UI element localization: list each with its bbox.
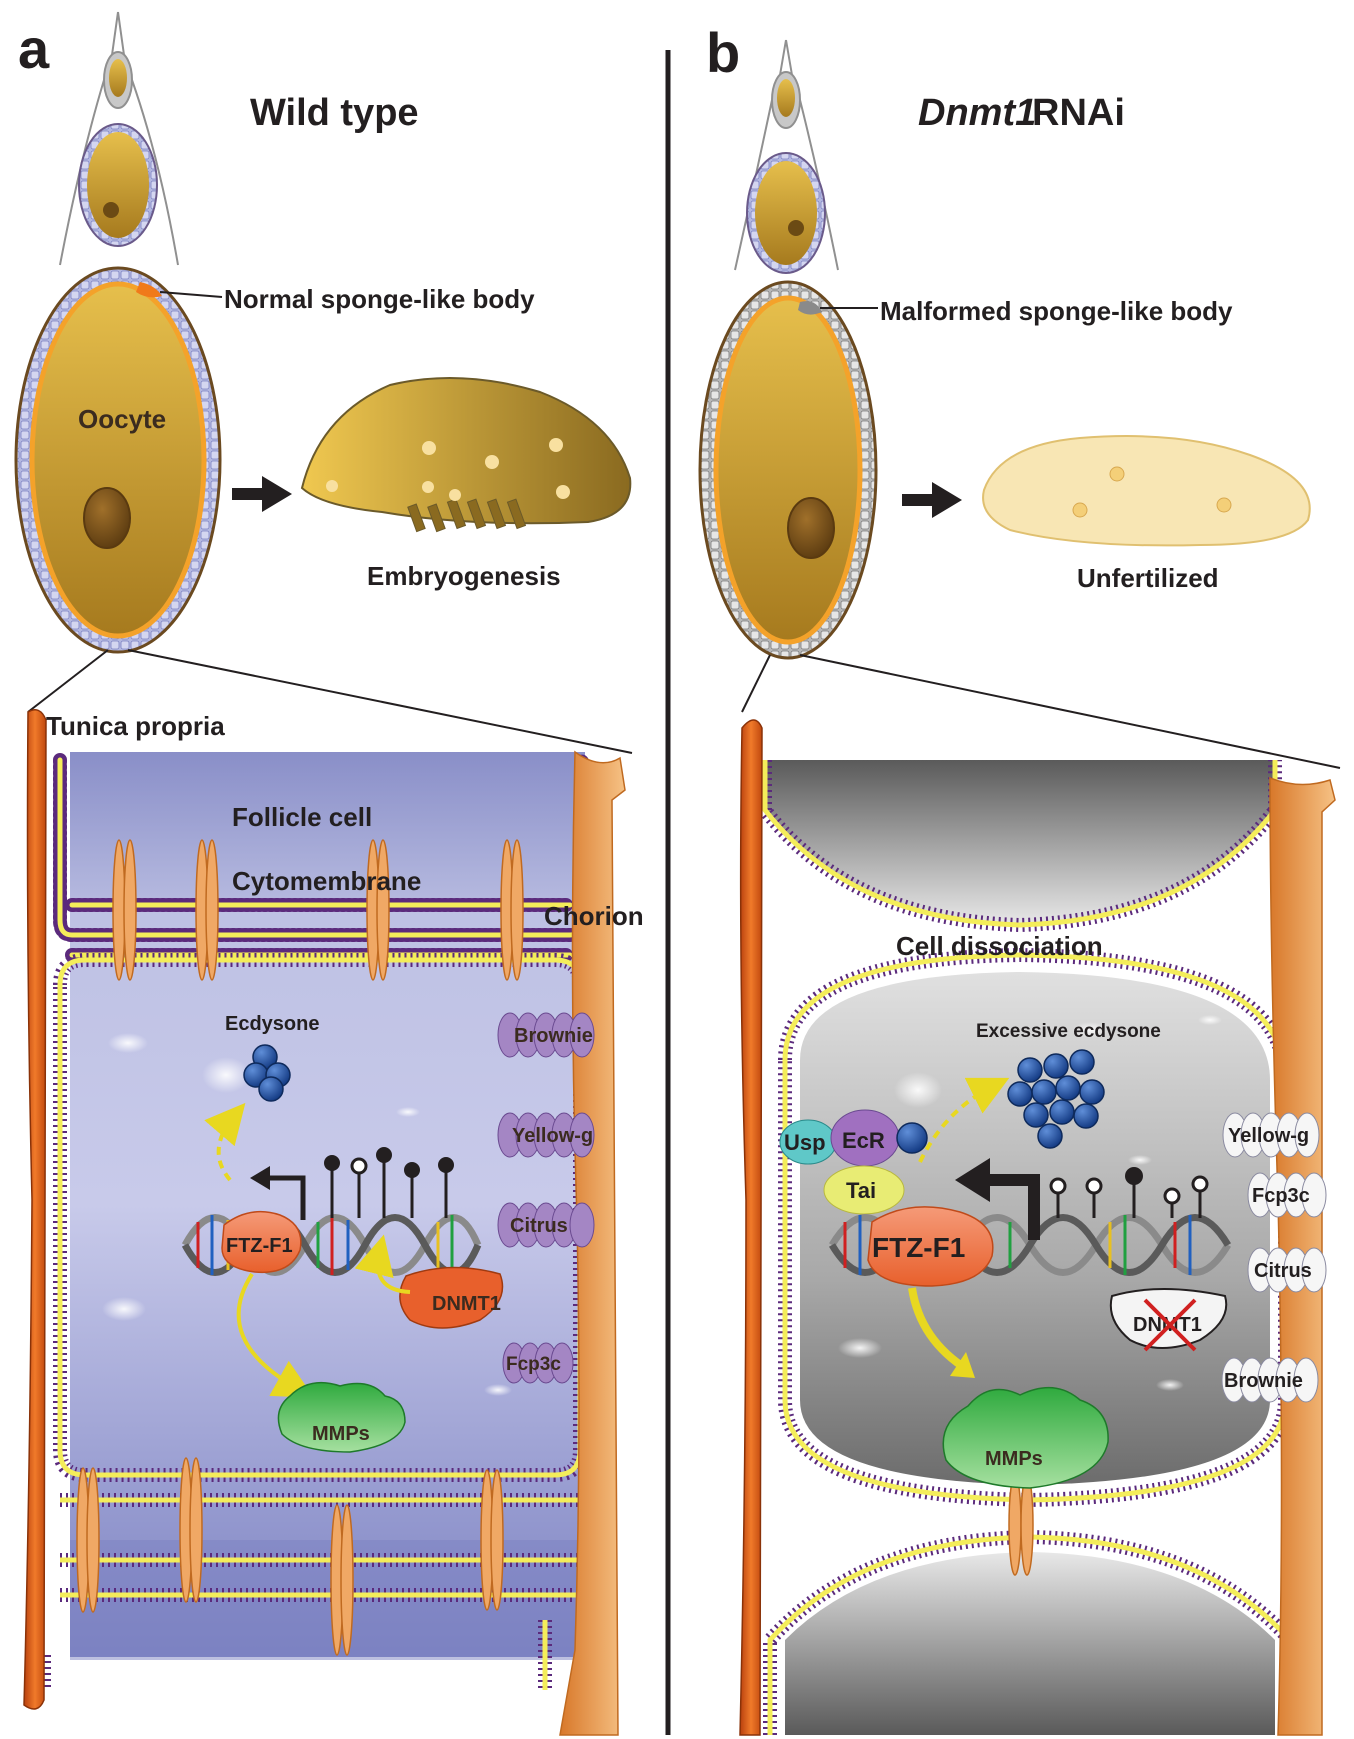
ftz-label-b: FTZ-F1 xyxy=(872,1232,965,1263)
sponge-body-a xyxy=(136,282,162,298)
dnmt1-a xyxy=(399,1266,504,1329)
dna-a xyxy=(181,1147,482,1276)
dnmt1-b: DNMT1 xyxy=(1109,1288,1228,1352)
panel-b-letter: b xyxy=(706,21,740,84)
ftz-f1-a xyxy=(221,1210,302,1274)
follicle-label-a: Follicle cell xyxy=(232,802,372,832)
unfertilized-egg-icon xyxy=(982,435,1311,547)
ecdysone-cluster-b xyxy=(1007,1049,1105,1149)
ecdysone-label-a: Ecdysone xyxy=(225,1013,319,1035)
chorion-label-a: Chorion xyxy=(544,901,644,931)
follicle-tissue-b xyxy=(758,760,1297,1735)
sponge-label-a: Normal sponge-like body xyxy=(224,284,535,314)
chorion-proteins-a: Brownie Yellow-g Citrus Fcp3c xyxy=(497,1012,595,1384)
outcome-label-a: Embryogenesis xyxy=(367,561,561,591)
embryo-icon xyxy=(300,376,632,533)
outcome-label-b: Unfertilized xyxy=(1077,563,1219,593)
ovariole-a xyxy=(59,11,179,266)
panel-a: a Wild type Oocyte Normal sponge-like bo… xyxy=(14,11,644,1736)
chorion-a xyxy=(559,750,626,1736)
chorion-protein-label: Citrus xyxy=(510,1215,568,1237)
chorion-proteins-b: Yellow-g Fcp3c Citrus Brownie xyxy=(1221,1112,1327,1403)
oocyte-a: Oocyte xyxy=(14,266,222,654)
panel-b-title-italic: Dnmt1 xyxy=(918,92,1036,134)
mmps-b xyxy=(942,1386,1109,1489)
ftz-f1-b xyxy=(867,1206,994,1287)
tunica-propria-a xyxy=(23,709,47,1710)
chorion-protein-label: Fcp3c xyxy=(1252,1185,1310,1207)
cytomembrane-label-a: Cytomembrane xyxy=(232,866,421,896)
ftz-label-a: FTZ-F1 xyxy=(226,1235,293,1257)
chorion-protein-label: Brownie xyxy=(514,1025,593,1047)
panel-a-title: Wild type xyxy=(250,92,419,134)
ovariole-b xyxy=(734,39,839,274)
sponge-body-b xyxy=(798,301,822,315)
chorion-protein-label: Citrus xyxy=(1254,1260,1312,1282)
junction-proteins-a xyxy=(76,839,524,1656)
mmps-a xyxy=(277,1381,406,1453)
ecdysone-cluster-a xyxy=(243,1044,291,1102)
panel-a-letter: a xyxy=(18,17,50,80)
chorion-protein-label: Brownie xyxy=(1224,1370,1303,1392)
follicle-tissue-a xyxy=(37,752,589,1690)
oocyte-b xyxy=(698,280,878,660)
mmps-label-a: MMPs xyxy=(312,1423,370,1445)
chorion-protein-label: Fcp3c xyxy=(506,1354,561,1375)
ecr-label: EcR xyxy=(842,1128,885,1153)
receptor-complex xyxy=(779,1109,928,1215)
arrow-a xyxy=(232,476,292,512)
ecdysone-label-b: Excessive ecdysone xyxy=(976,1021,1161,1042)
tunica-label-a: Tunica propria xyxy=(46,711,225,741)
sponge-label-b: Malformed sponge-like body xyxy=(880,296,1233,326)
oocyte-label: Oocyte xyxy=(78,404,166,434)
dnmt1-label-a: DNMT1 xyxy=(432,1293,501,1315)
tai-label: Tai xyxy=(846,1178,876,1203)
dissociation-label: Cell dissociation xyxy=(896,931,1103,961)
chorion-protein-label: Yellow-g xyxy=(512,1125,593,1147)
arrow-b xyxy=(902,482,962,518)
tunica-propria-b xyxy=(739,719,763,1736)
panel-b-title-rest: RNAi xyxy=(1032,92,1125,134)
usp-label: Usp xyxy=(784,1130,826,1155)
chorion-protein-label: Yellow-g xyxy=(1228,1125,1309,1147)
mmps-label-b: MMPs xyxy=(985,1448,1043,1470)
panel-b: b Dnmt1 RNAi Malformed sponge-like body … xyxy=(698,21,1341,1736)
